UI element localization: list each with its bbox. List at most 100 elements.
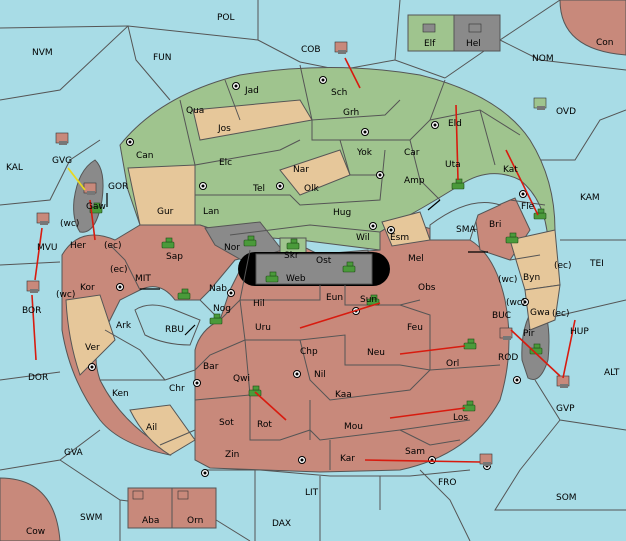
ship-icon [83, 182, 97, 195]
label-los: Los [453, 413, 468, 423]
army-icon [209, 313, 223, 325]
label-pol: POL [217, 13, 235, 23]
label-gvg: GVG [52, 156, 72, 166]
army-icon [161, 237, 175, 249]
region-labels: POL NVM FUN COB NOM Con OVD Elf Hel KAL … [6, 13, 620, 537]
label-wc-byn: (wc) [498, 275, 517, 285]
label-dor: DOR [28, 373, 48, 383]
label-nog: Nog [213, 304, 231, 314]
army-icon [286, 238, 300, 250]
army-icon [505, 232, 519, 244]
label-can: Can [136, 151, 154, 161]
label-bri: Bri [489, 220, 501, 230]
label-sun: Sun [360, 295, 377, 305]
order-arrows [31, 57, 576, 463]
label-gor: GOR [108, 182, 128, 192]
label-grh: Grh [343, 108, 359, 118]
label-swm: SWM [80, 513, 102, 523]
label-gvp: GVP [556, 404, 575, 414]
convoy-route-arrows [106, 193, 488, 336]
supply-centers [88, 76, 529, 477]
label-tel: Tel [252, 184, 265, 194]
label-pir: Pir [523, 329, 535, 339]
label-mit: MIT [135, 274, 151, 284]
label-zin: Zin [225, 450, 239, 460]
sea-rbu[interactable] [134, 304, 201, 346]
label-gur: Gur [157, 207, 174, 217]
legend-elf-box [407, 14, 455, 52]
label-byn: Byn [523, 273, 540, 283]
label-bar: Bar [203, 362, 219, 372]
label-nab: Nab [209, 284, 227, 294]
label-sma: SMA [456, 225, 476, 235]
fleet-units [26, 23, 570, 500]
label-qwi: Qwi [233, 374, 250, 384]
label-kam: KAM [580, 193, 600, 203]
label-chr: Chr [169, 384, 185, 394]
label-chp: Chp [300, 347, 318, 357]
label-eun: Eun [326, 293, 343, 303]
ship-icon [334, 41, 348, 54]
label-mel: Mel [408, 254, 424, 264]
label-yok: Yok [356, 148, 373, 158]
army-icon [342, 261, 356, 273]
label-rod: ROD [498, 353, 518, 363]
region-ail[interactable] [129, 404, 196, 456]
ship-icon [26, 280, 40, 293]
label-nor: Nor [224, 243, 240, 253]
army-icon [265, 271, 279, 283]
label-con: Con [596, 38, 614, 48]
label-web: Web [286, 274, 306, 284]
label-obs: Obs [418, 283, 436, 293]
label-olk: Olk [304, 184, 320, 194]
label-kal: KAL [6, 163, 23, 173]
label-elc: Elc [219, 158, 232, 168]
sea-sma[interactable] [429, 202, 502, 241]
label-orn: Orn [187, 516, 203, 526]
label-ec-her: (ec) [104, 241, 122, 251]
label-car: Car [404, 148, 420, 158]
label-nvm: NVM [32, 48, 53, 58]
ship-icon [533, 97, 547, 110]
label-lit: LIT [305, 488, 319, 498]
label-ail: Ail [146, 423, 157, 433]
label-jos: Jos [217, 124, 231, 134]
label-nil: Nil [314, 370, 326, 380]
label-mou: Mou [344, 422, 363, 432]
label-orl: Orl [446, 359, 459, 369]
label-aba: Aba [142, 516, 159, 526]
label-ost: Ost [316, 256, 332, 266]
label-fle: Fle [521, 202, 535, 212]
ship-icon [132, 490, 144, 500]
label-eld: Eld [448, 119, 462, 129]
army-icon [451, 178, 465, 190]
ship-icon [499, 327, 513, 340]
region-gwa[interactable] [524, 284, 561, 331]
region-ver[interactable] [65, 294, 116, 376]
label-wc-gwa: (wc) [506, 298, 525, 308]
label-gaw: Gaw [86, 202, 106, 212]
label-rot: Rot [257, 420, 272, 430]
label-sap: Sap [166, 252, 183, 262]
legend-hel-box [453, 14, 501, 52]
label-neu: Neu [367, 348, 385, 358]
label-bor: BOR [22, 306, 41, 316]
label-gwa: Gwa [530, 308, 550, 318]
label-amp: Amp [404, 176, 425, 186]
label-sot: Sot [219, 418, 234, 428]
army-icon [243, 235, 257, 247]
label-rbu: RBU [165, 325, 184, 335]
label-wil: Wil [356, 233, 370, 243]
label-dax: DAX [272, 519, 291, 529]
label-fro: FRO [438, 478, 457, 488]
ship-icon [468, 23, 482, 33]
island-gvg [73, 159, 104, 233]
army-icon [463, 338, 477, 350]
ship-icon [422, 23, 436, 33]
label-qua: Qua [186, 106, 204, 116]
label-buc: BUC [492, 311, 511, 321]
inner-borders [100, 64, 546, 470]
label-lan: Lan [203, 207, 219, 217]
label-ken: Ken [112, 389, 129, 399]
label-ec-gwa: (ec) [552, 309, 570, 319]
